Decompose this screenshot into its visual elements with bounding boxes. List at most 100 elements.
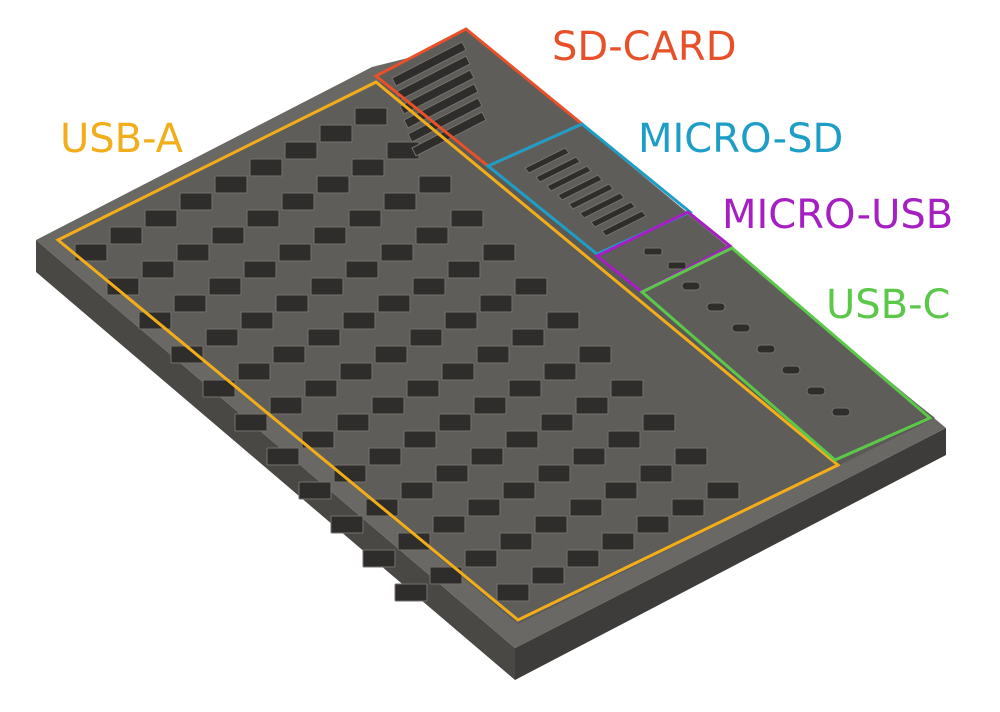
micro-sd-slot [601, 210, 647, 237]
usb-a-slot [441, 362, 475, 381]
usb-c-slot [806, 386, 826, 396]
usb-a-slot [505, 430, 539, 449]
usb-c-slot [731, 323, 751, 333]
micro-sd-slot-group [524, 147, 647, 237]
usb-a-slot [610, 379, 644, 398]
usb-a-outline [55, 80, 841, 622]
sd-card-slot [395, 55, 471, 101]
usb-a-slot [496, 583, 530, 602]
usb-a-slot [578, 345, 612, 364]
usb-c-outline [639, 246, 933, 462]
usb-a-slot [304, 379, 338, 398]
label-micro-usb: MICRO-USB [722, 192, 953, 238]
micro-sd-slot [579, 192, 625, 219]
usb-a-slot [575, 396, 609, 415]
usb-a-slot [435, 464, 469, 483]
usb-a-slot [278, 243, 312, 262]
usb-a-slot [479, 294, 513, 313]
sd-card-slot [407, 97, 483, 143]
usb-a-slot [412, 277, 446, 296]
usb-a-slot [336, 413, 370, 432]
usb-a-slot [351, 158, 385, 177]
label-usb-a: USB-A [60, 116, 184, 162]
micro-usb-outline [594, 210, 733, 294]
usb-a-slot [432, 515, 466, 534]
label-usb-c: USB-C [826, 282, 950, 328]
usb-a-slot [240, 311, 274, 330]
usb-a-slot [476, 345, 510, 364]
micro-sd-slot [568, 183, 614, 210]
sd-card-slot [403, 83, 479, 129]
usb-c-slot [756, 344, 776, 354]
usb-a-slot [569, 498, 603, 517]
usb-a-slot [636, 515, 670, 534]
usb-a-slot [313, 226, 347, 245]
usb-a-slot [470, 447, 504, 466]
usb-a-slot-grid [74, 107, 740, 602]
usb-a-slot [671, 498, 705, 517]
usb-a-slot [342, 311, 376, 330]
usb-a-slot [380, 243, 414, 262]
usb-c-slot [706, 302, 726, 312]
label-sd-card: SD-CARD [552, 24, 737, 70]
usb-a-slot [534, 515, 568, 534]
usb-a-slot [418, 175, 452, 194]
usb-a-slot [281, 192, 315, 211]
usb-a-slot [450, 209, 484, 228]
usb-a-slot [316, 175, 350, 194]
sd-card-slot [391, 41, 467, 87]
micro-usb-slot-group [643, 247, 687, 270]
usb-a-slot [467, 498, 501, 517]
usb-a-slot [394, 583, 428, 602]
usb-a-slot [237, 362, 271, 381]
usb-c-slot-group [681, 281, 851, 417]
usb-a-slot [444, 311, 478, 330]
usb-a-slot [473, 396, 507, 415]
usb-a-slot [482, 243, 516, 262]
usb-a-slot [307, 328, 341, 347]
usb-a-slot [173, 294, 207, 313]
usb-a-slot [339, 362, 373, 381]
usb-a-slot [234, 413, 268, 432]
micro-sd-slot [535, 156, 581, 183]
usb-a-slot [330, 515, 364, 534]
micro-usb-slot [643, 247, 663, 256]
usb-a-slot [371, 396, 405, 415]
usb-a-slot [319, 124, 353, 143]
usb-a-slot [537, 464, 571, 483]
usb-a-slot [508, 379, 542, 398]
usb-a-slot [176, 243, 210, 262]
usb-a-slot [249, 158, 283, 177]
usb-a-slot [543, 362, 577, 381]
usb-a-slot [607, 430, 641, 449]
usb-a-slot [301, 430, 335, 449]
usb-a-slot [208, 277, 242, 296]
usb-a-slot [403, 430, 437, 449]
usb-a-slot [706, 481, 740, 500]
plate-right-face [515, 428, 946, 680]
usb-a-slot [464, 549, 498, 568]
usb-a-slot [179, 192, 213, 211]
usb-a-slot [362, 549, 396, 568]
usb-a-slot [243, 260, 277, 279]
usb-a-slot [511, 328, 545, 347]
usb-c-slot [781, 365, 801, 375]
usb-a-slot [348, 209, 382, 228]
micro-sd-slot [524, 147, 570, 174]
usb-a-slot [246, 209, 280, 228]
micro-usb-slot [667, 261, 687, 270]
usb-c-slot [681, 281, 701, 291]
usb-a-slot [141, 260, 175, 279]
usb-c-slot [831, 407, 851, 417]
usb-a-slot [298, 481, 332, 500]
usb-a-slot [514, 277, 548, 296]
usb-a-slot [214, 175, 248, 194]
usb-a-slot [345, 260, 379, 279]
usb-a-slot [109, 226, 143, 245]
usb-a-slot [368, 447, 402, 466]
usb-a-slot [409, 328, 443, 347]
usb-a-slot [211, 226, 245, 245]
usb-a-slot [572, 447, 606, 466]
